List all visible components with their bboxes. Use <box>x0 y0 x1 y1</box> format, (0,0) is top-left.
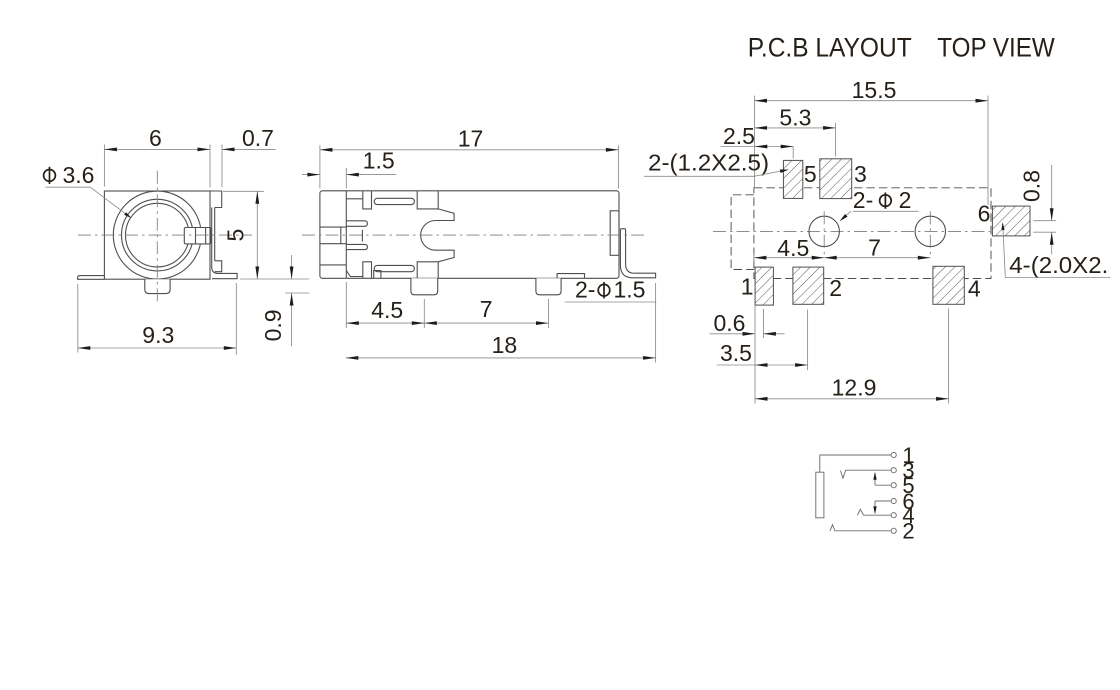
svg-text:5: 5 <box>804 161 817 187</box>
svg-text:1: 1 <box>741 274 754 300</box>
svg-text:4: 4 <box>902 503 914 528</box>
svg-text:2-(1.2X2.5): 2-(1.2X2.5) <box>648 150 769 176</box>
svg-text:2: 2 <box>902 519 914 544</box>
svg-text:6: 6 <box>978 201 991 227</box>
svg-text:17: 17 <box>458 125 484 151</box>
svg-text:3.6: 3.6 <box>63 162 95 188</box>
svg-text:0.6: 0.6 <box>714 310 746 336</box>
svg-text:5: 5 <box>902 473 914 498</box>
svg-text:12.9: 12.9 <box>832 375 877 401</box>
svg-text:2: 2 <box>829 275 842 301</box>
svg-text:3.5: 3.5 <box>720 340 752 366</box>
svg-text:7: 7 <box>480 296 493 322</box>
svg-text:9.3: 9.3 <box>142 322 174 348</box>
svg-text:2-: 2- <box>853 187 873 213</box>
svg-text:0.8: 0.8 <box>1019 170 1045 202</box>
svg-text:15.5: 15.5 <box>852 77 897 103</box>
svg-text:2: 2 <box>899 187 912 213</box>
svg-text:1: 1 <box>902 443 914 468</box>
svg-text:4.5: 4.5 <box>371 297 403 323</box>
svg-text:1.5: 1.5 <box>363 148 395 174</box>
svg-text:3: 3 <box>854 161 867 187</box>
svg-text:18: 18 <box>492 332 518 358</box>
svg-text:5.3: 5.3 <box>779 105 811 131</box>
svg-text:7: 7 <box>868 234 881 260</box>
svg-text:4.5: 4.5 <box>777 235 809 261</box>
svg-text:1.5: 1.5 <box>614 277 646 303</box>
svg-text:P.C.B LAYOUT: P.C.B LAYOUT <box>748 33 912 63</box>
svg-text:4: 4 <box>968 276 981 302</box>
svg-text:6: 6 <box>902 489 914 514</box>
svg-text:4-(2.0X2.: 4-(2.0X2. <box>1009 252 1108 278</box>
svg-text:TOP VIEW: TOP VIEW <box>937 33 1055 63</box>
svg-text:2-: 2- <box>575 277 595 303</box>
svg-text:0.7: 0.7 <box>242 125 274 151</box>
svg-text:3: 3 <box>902 458 914 483</box>
svg-text:2.5: 2.5 <box>723 123 755 149</box>
svg-text:0.9: 0.9 <box>260 309 286 341</box>
svg-text:5: 5 <box>223 229 249 242</box>
svg-text:6: 6 <box>149 125 162 151</box>
